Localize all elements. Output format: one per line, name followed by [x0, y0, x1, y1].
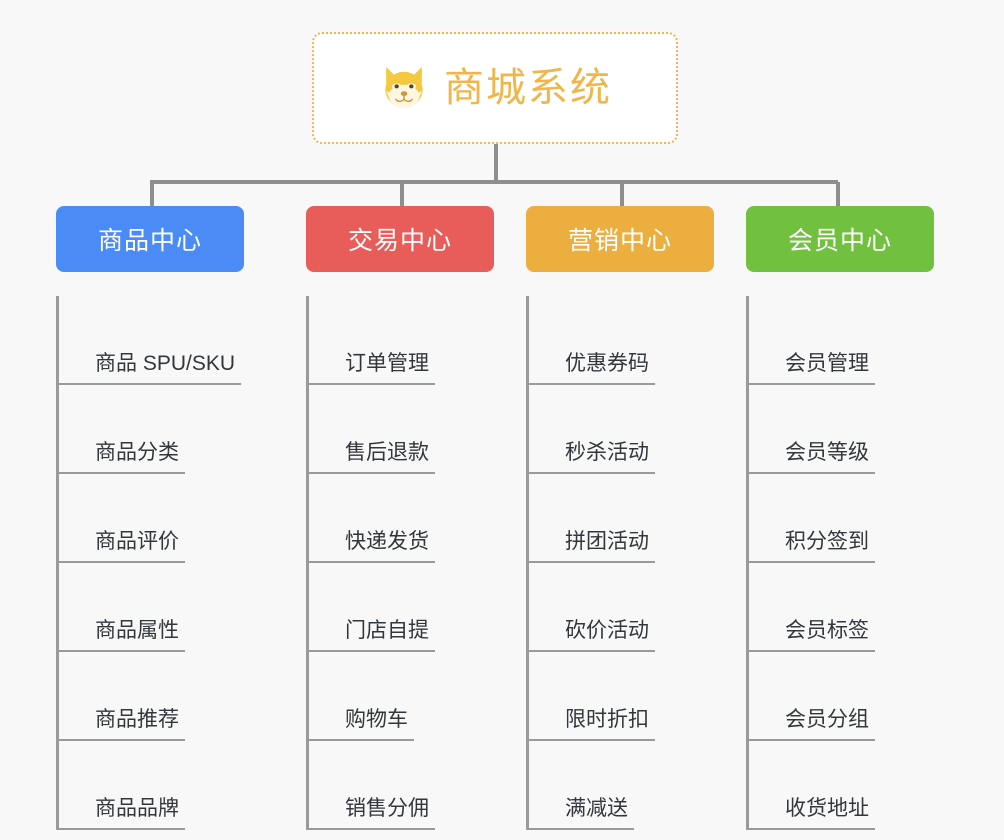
leaf-label: 优惠券码: [529, 352, 655, 385]
branch-column-product: 商品中心 商品 SPU/SKU 商品分类 商品评价 商品属性 商品推荐 商品品牌: [56, 206, 244, 830]
branch-column-member: 会员中心 会员管理 会员等级 积分签到 会员标签 会员分组 收货地址: [746, 206, 934, 830]
connector-branch-stem-2: [400, 182, 404, 208]
list-item[interactable]: 商品评价: [59, 474, 244, 563]
leaf-label: 商品分类: [59, 441, 185, 474]
leaf-label: 拼团活动: [529, 530, 655, 563]
list-item[interactable]: 满减送: [529, 741, 714, 830]
connector-branch-stem-3: [620, 182, 624, 208]
leaf-list-member: 会员管理 会员等级 积分签到 会员标签 会员分组 收货地址: [746, 296, 934, 830]
leaf-list-trade: 订单管理 售后退款 快递发货 门店自提 购物车 销售分佣: [306, 296, 494, 830]
branch-column-trade: 交易中心 订单管理 售后退款 快递发货 门店自提 购物车 销售分佣: [306, 206, 494, 830]
connector-branch-stem-1: [150, 182, 154, 208]
leaf-label: 会员管理: [749, 352, 875, 385]
list-item[interactable]: 销售分佣: [309, 741, 494, 830]
branch-header-trade[interactable]: 交易中心: [306, 206, 494, 272]
list-item[interactable]: 快递发货: [309, 474, 494, 563]
branch-header-product[interactable]: 商品中心: [56, 206, 244, 272]
branch-header-member[interactable]: 会员中心: [746, 206, 934, 272]
list-item[interactable]: 订单管理: [309, 296, 494, 385]
leaf-label: 商品推荐: [59, 708, 185, 741]
list-item[interactable]: 商品推荐: [59, 652, 244, 741]
list-item[interactable]: 商品品牌: [59, 741, 244, 830]
leaf-label: 收货地址: [749, 797, 875, 830]
leaf-label: 门店自提: [309, 619, 435, 652]
root-title: 商城系统: [444, 66, 612, 110]
leaf-list-marketing: 优惠券码 秒杀活动 拼团活动 砍价活动 限时折扣 满减送: [526, 296, 714, 830]
branch-column-marketing: 营销中心 优惠券码 秒杀活动 拼团活动 砍价活动 限时折扣 满减送: [526, 206, 714, 830]
leaf-label: 满减送: [529, 797, 634, 830]
list-item[interactable]: 会员管理: [749, 296, 934, 385]
list-item[interactable]: 门店自提: [309, 563, 494, 652]
leaf-label: 商品属性: [59, 619, 185, 652]
list-item[interactable]: 收货地址: [749, 741, 934, 830]
leaf-label: 购物车: [309, 708, 414, 741]
connector-root-stem: [494, 144, 498, 182]
leaf-label: 销售分佣: [309, 797, 435, 830]
list-item[interactable]: 优惠券码: [529, 296, 714, 385]
root-node[interactable]: 商城系统: [312, 32, 678, 144]
list-item[interactable]: 售后退款: [309, 385, 494, 474]
connector-horizontal-bus: [150, 180, 838, 184]
leaf-list-product: 商品 SPU/SKU 商品分类 商品评价 商品属性 商品推荐 商品品牌: [56, 296, 244, 830]
leaf-label: 商品品牌: [59, 797, 185, 830]
connector-branch-stem-4: [836, 182, 840, 208]
list-item[interactable]: 砍价活动: [529, 563, 714, 652]
leaf-label: 砍价活动: [529, 619, 655, 652]
list-item[interactable]: 购物车: [309, 652, 494, 741]
leaf-label: 售后退款: [309, 441, 435, 474]
leaf-label: 订单管理: [309, 352, 435, 385]
list-item[interactable]: 积分签到: [749, 474, 934, 563]
list-item[interactable]: 商品属性: [59, 563, 244, 652]
list-item[interactable]: 限时折扣: [529, 652, 714, 741]
list-item[interactable]: 秒杀活动: [529, 385, 714, 474]
list-item[interactable]: 商品分类: [59, 385, 244, 474]
leaf-label: 秒杀活动: [529, 441, 655, 474]
leaf-label: 限时折扣: [529, 708, 655, 741]
leaf-label: 会员等级: [749, 441, 875, 474]
leaf-label: 积分签到: [749, 530, 875, 563]
shiba-dog-emoji: [378, 62, 430, 114]
list-item[interactable]: 商品 SPU/SKU: [59, 296, 244, 385]
list-item[interactable]: 拼团活动: [529, 474, 714, 563]
branch-header-marketing[interactable]: 营销中心: [526, 206, 714, 272]
list-item[interactable]: 会员等级: [749, 385, 934, 474]
leaf-label: 商品 SPU/SKU: [59, 352, 242, 385]
leaf-label: 快递发货: [309, 530, 435, 563]
list-item[interactable]: 会员标签: [749, 563, 934, 652]
list-item[interactable]: 会员分组: [749, 652, 934, 741]
leaf-label: 会员分组: [749, 708, 875, 741]
leaf-label: 商品评价: [59, 530, 185, 563]
leaf-label: 会员标签: [749, 619, 875, 652]
